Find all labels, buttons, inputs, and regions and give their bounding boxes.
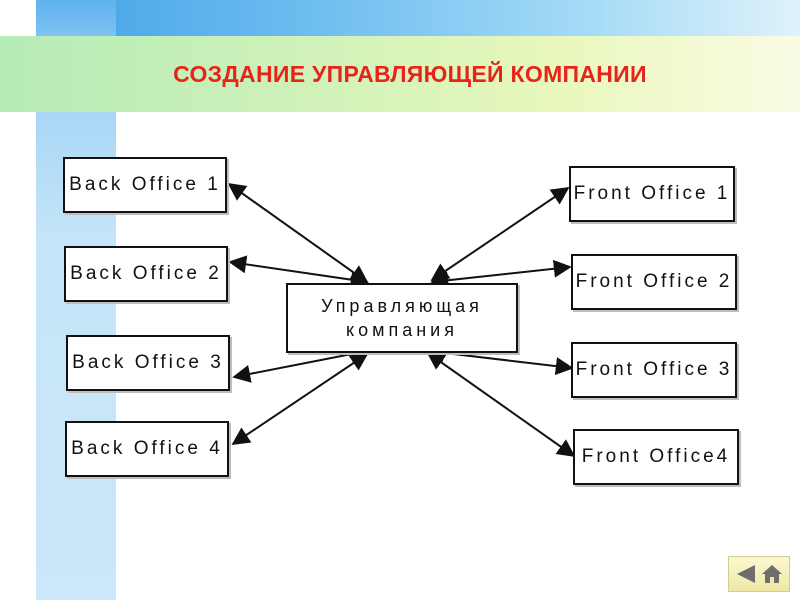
- center-label-line1: Управляющая: [321, 296, 483, 316]
- front-office-2-box: Front Office 2: [571, 254, 737, 310]
- top-bar-left-gap: [0, 0, 36, 36]
- title-band: [0, 36, 800, 112]
- back-button[interactable]: [733, 561, 759, 587]
- front-office-2-label: Front Office 2: [575, 271, 733, 292]
- back-office-3-box: Back Office 3: [66, 335, 230, 391]
- back-office-2-box: Back Office 2: [64, 246, 228, 302]
- home-icon: [762, 565, 782, 583]
- navigation-panel: [728, 556, 790, 592]
- front-office-1-label: Front Office 1: [573, 183, 731, 204]
- front-office-1-box: Front Office 1: [569, 166, 735, 222]
- front-office-4-label: Front Office4: [581, 446, 731, 467]
- front-office-3-box: Front Office 3: [571, 342, 737, 398]
- back-office-1-label: Back Office 1: [69, 174, 221, 195]
- management-company-box: Управляющая компания: [286, 283, 518, 353]
- left-arrow-icon: [737, 565, 755, 583]
- top-decorative-bar: [0, 0, 800, 36]
- back-office-3-label: Back Office 3: [72, 352, 224, 373]
- center-label-line2: компания: [346, 320, 458, 340]
- slide-title: СОЗДАНИЕ УПРАВЛЯЮЩЕЙ КОМПАНИИ: [173, 60, 647, 87]
- back-office-4-box: Back Office 4: [65, 421, 229, 477]
- front-office-4-box: Front Office4: [573, 429, 739, 485]
- home-button[interactable]: [759, 561, 785, 587]
- back-office-4-label: Back Office 4: [71, 438, 223, 459]
- front-office-3-label: Front Office 3: [575, 359, 733, 380]
- back-office-2-label: Back Office 2: [70, 263, 222, 284]
- back-office-1-box: Back Office 1: [63, 157, 227, 213]
